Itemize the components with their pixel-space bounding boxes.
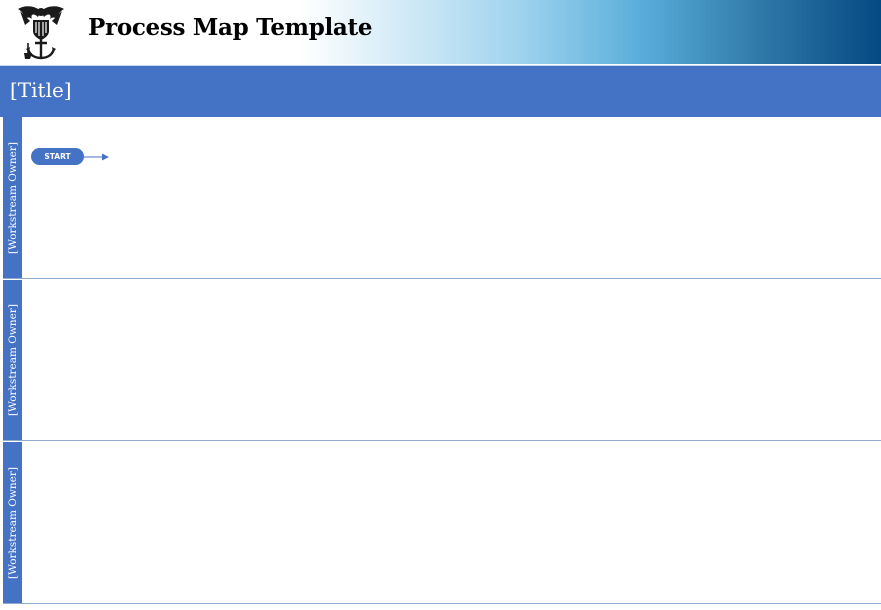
process-title-bar: [Title] bbox=[0, 65, 881, 117]
swimlane-1: [Workstream Owner] bbox=[3, 117, 881, 279]
swimlane-1-header: [Workstream Owner] bbox=[3, 117, 22, 278]
swimlane-2-header: [Workstream Owner] bbox=[3, 280, 22, 440]
swimlane-1-label[interactable]: [Workstream Owner] bbox=[6, 141, 19, 254]
swimlane-3: [Workstream Owner] bbox=[3, 442, 881, 604]
process-title[interactable]: [Title] bbox=[10, 78, 72, 102]
start-connector-arrow[interactable] bbox=[84, 151, 112, 163]
start-node[interactable]: START bbox=[31, 148, 84, 165]
eagle-emblem-icon bbox=[18, 6, 64, 60]
swimlane-3-header: [Workstream Owner] bbox=[3, 442, 22, 603]
header-band: Process Map Template bbox=[0, 0, 881, 64]
page-title: Process Map Template bbox=[88, 14, 373, 41]
swimlane-2-label[interactable]: [Workstream Owner] bbox=[6, 304, 19, 416]
swimlane-3-label[interactable]: [Workstream Owner] bbox=[6, 466, 19, 579]
swimlane-2: [Workstream Owner] bbox=[3, 280, 881, 441]
